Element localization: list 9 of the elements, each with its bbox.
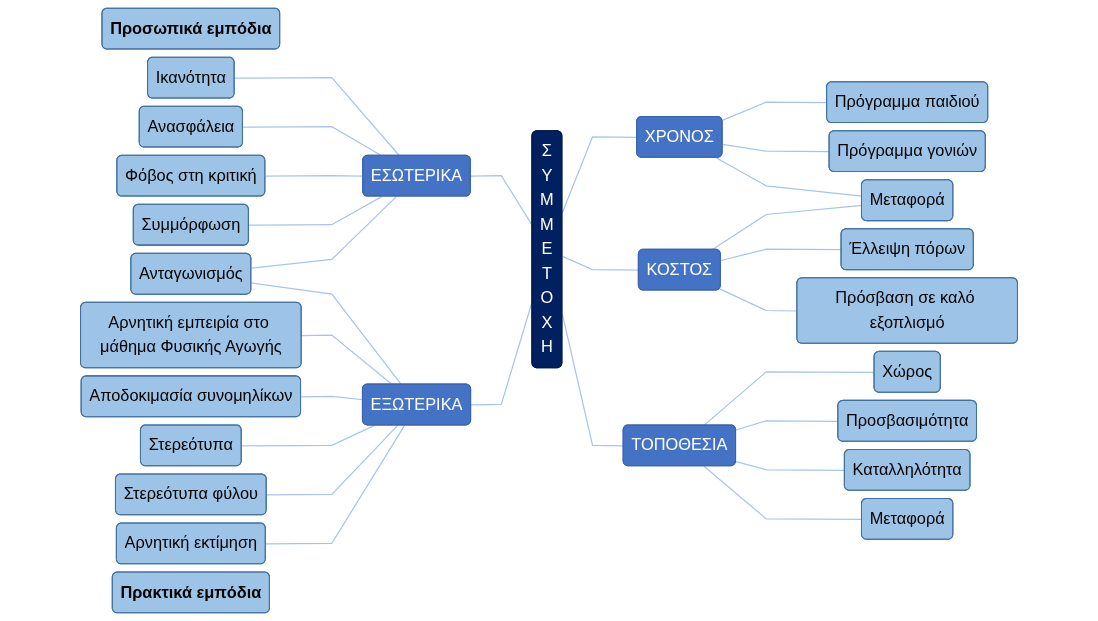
connector xyxy=(234,77,400,157)
connector xyxy=(242,126,383,157)
connector xyxy=(301,334,393,386)
connector xyxy=(266,424,399,496)
connector xyxy=(250,196,397,269)
connector xyxy=(250,282,402,386)
connector xyxy=(265,424,406,545)
connector xyxy=(248,196,383,226)
connector xyxy=(241,424,376,447)
